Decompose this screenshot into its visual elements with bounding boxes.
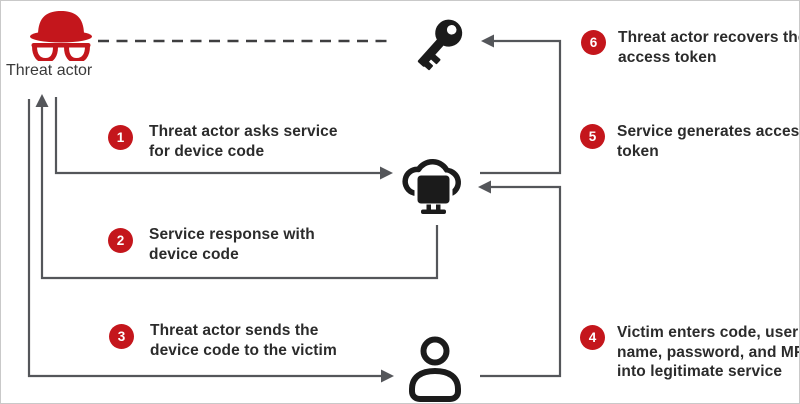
key-icon: [417, 19, 463, 71]
spy-glasses-icon: [32, 43, 58, 61]
step-2-badge: 2: [108, 228, 133, 253]
step-4-text: Victim enters code, user name, password,…: [617, 324, 800, 380]
threat-actor-icon: [30, 11, 92, 61]
monitor-icon: [414, 172, 453, 207]
cloud-icon: [402, 159, 461, 196]
step-2-text: Service response with device code: [149, 226, 315, 263]
step-6-text: Threat actor recovers the access token: [618, 29, 800, 66]
arrow-into-service-right: [478, 180, 491, 194]
arrow-into-key: [481, 34, 494, 48]
spy-hat-icon: [38, 11, 84, 35]
cloud-service-icon: [402, 159, 461, 214]
step-6-badge: 6: [581, 30, 606, 55]
arrow-into-victim: [381, 369, 394, 383]
step-5-badge: 5: [580, 124, 605, 149]
arrow-up-into-threat-actor: [35, 94, 49, 107]
step-3-text: Threat actor sends the device code to th…: [150, 322, 337, 359]
step-5-text: Service generates access token: [617, 123, 800, 160]
step-1-text: Threat actor asks service for device cod…: [149, 123, 338, 160]
arrow-into-service-left: [380, 166, 393, 180]
step-1-badge: 1: [108, 125, 133, 150]
victim-icon: [409, 336, 461, 402]
threat-actor-label: Threat actor: [6, 62, 93, 79]
step-3-badge: 3: [109, 324, 134, 349]
step-4-badge: 4: [580, 325, 605, 350]
